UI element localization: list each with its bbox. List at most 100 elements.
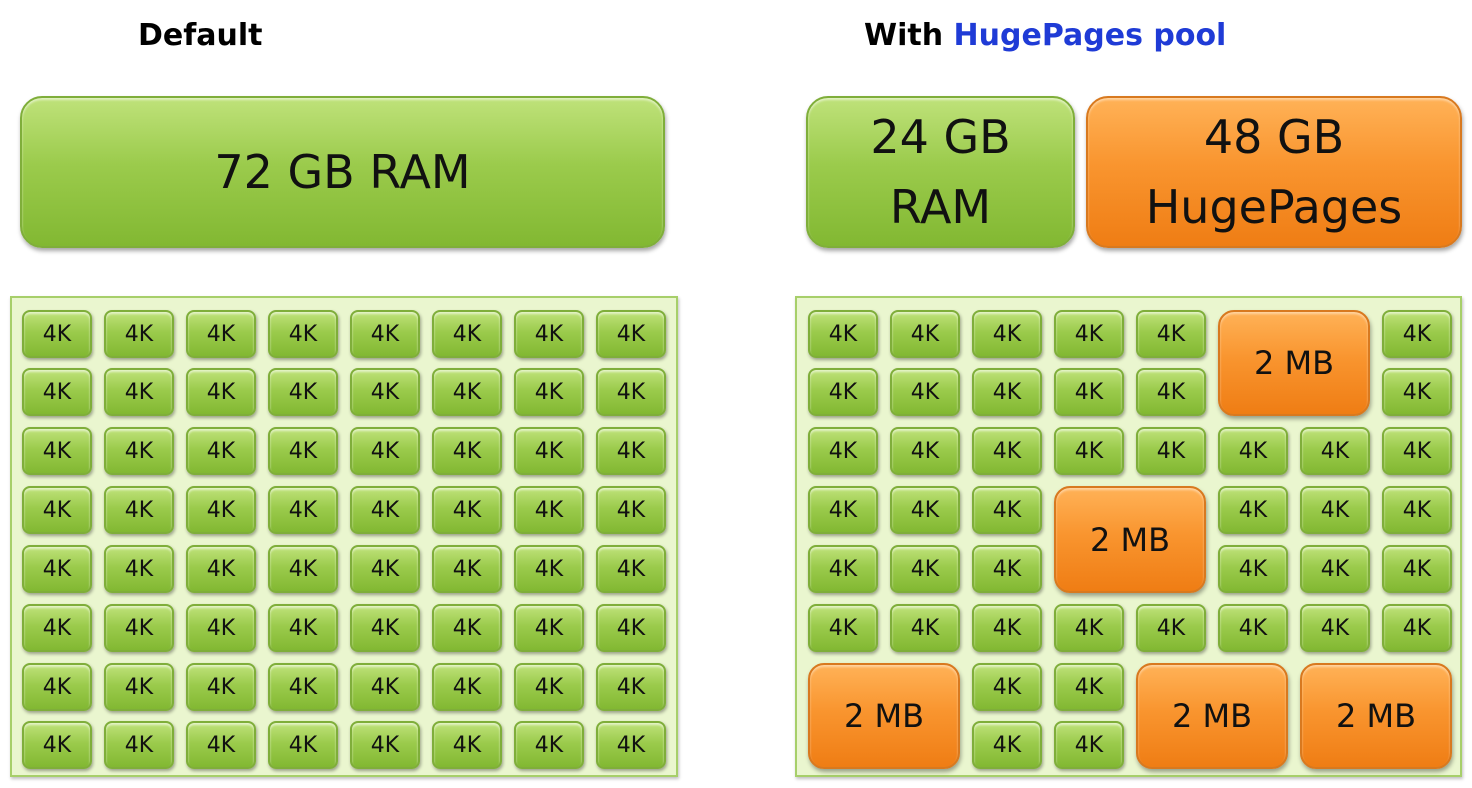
page-4k: 4K [514,310,584,358]
page-4k: 4K [514,604,584,652]
page-4k: 4K [104,545,174,593]
page-4k: 4K [268,368,338,416]
page-4k: 4K [104,486,174,534]
page-4k: 4K [972,368,1042,416]
page-4k: 4K [808,545,878,593]
page-4k: 4K [972,545,1042,593]
page-4k: 4K [596,427,666,475]
hugepages-heading: With HugePages pool [864,16,1226,56]
page-4k: 4K [104,368,174,416]
page-4k: 4K [890,310,960,358]
page-4k: 4K [514,427,584,475]
page-4k: 4K [432,427,502,475]
page-4k: 4K [350,663,420,711]
page-4k: 4K [1054,368,1124,416]
page-4k: 4K [1218,486,1288,534]
page-4k: 4K [22,368,92,416]
page-4k: 4K [514,486,584,534]
page-4k: 4K [514,368,584,416]
page-4k: 4K [1136,427,1206,475]
hugepages-box-line1: 48 GB [1203,110,1345,164]
page-4k: 4K [432,663,502,711]
page-4k: 4K [1136,310,1206,358]
page-4k: 4K [350,486,420,534]
page-4k: 4K [186,310,256,358]
page-4k: 4K [186,545,256,593]
page-4k: 4K [972,663,1042,711]
page-4k: 4K [1382,545,1452,593]
page-4k: 4K [186,486,256,534]
page-4k: 4K [808,604,878,652]
page-4k: 4K [1300,604,1370,652]
page-4k: 4K [22,721,92,769]
default-title: Default [138,18,263,53]
page-4k: 4K [432,721,502,769]
page-2mb: 2 MB [1136,663,1288,769]
page-4k: 4K [350,604,420,652]
page-4k: 4K [1382,310,1452,358]
page-4k: 4K [22,310,92,358]
page-4k: 4K [1300,486,1370,534]
page-4k: 4K [1054,427,1124,475]
page-4k: 4K [596,604,666,652]
page-4k: 4K [972,721,1042,769]
page-4k: 4K [268,486,338,534]
hugepages-box-line2: HugePages [1145,180,1403,234]
page-2mb: 2 MB [808,663,960,769]
page-4k: 4K [104,427,174,475]
page-4k: 4K [1382,604,1452,652]
page-4k: 4K [972,486,1042,534]
page-4k: 4K [350,427,420,475]
page-4k: 4K [432,545,502,593]
page-4k: 4K [432,310,502,358]
page-4k: 4K [186,721,256,769]
page-4k: 4K [808,368,878,416]
hugepages-title-prefix: With [864,18,954,53]
page-4k: 4K [104,310,174,358]
ram-box-line2: RAM [889,180,992,234]
page-4k: 4K [350,721,420,769]
page-4k: 4K [1136,368,1206,416]
hugepages-box: 48 GB HugePages [1086,96,1462,248]
page-4k: 4K [104,721,174,769]
page-4k: 4K [104,663,174,711]
page-4k: 4K [1382,486,1452,534]
page-4k: 4K [268,545,338,593]
page-4k: 4K [1054,663,1124,711]
page-4k: 4K [808,310,878,358]
page-4k: 4K [890,368,960,416]
page-4k: 4K [890,545,960,593]
page-4k: 4K [432,486,502,534]
page-4k: 4K [22,486,92,534]
page-4k: 4K [186,427,256,475]
page-4k: 4K [268,310,338,358]
page-4k: 4K [186,663,256,711]
page-4k: 4K [514,663,584,711]
page-4k: 4K [350,545,420,593]
page-4k: 4K [104,604,174,652]
page-4k: 4K [514,721,584,769]
page-4k: 4K [22,427,92,475]
page-4k: 4K [1136,604,1206,652]
page-4k: 4K [350,310,420,358]
page-4k: 4K [1218,545,1288,593]
page-4k: 4K [808,486,878,534]
page-4k: 4K [596,545,666,593]
page-4k: 4K [890,604,960,652]
page-4k: 4K [268,663,338,711]
page-4k: 4K [22,545,92,593]
page-4k: 4K [1054,721,1124,769]
page-4k: 4K [596,310,666,358]
page-4k: 4K [972,427,1042,475]
page-4k: 4K [1300,427,1370,475]
page-4k: 4K [1218,604,1288,652]
page-4k: 4K [596,368,666,416]
page-4k: 4K [972,604,1042,652]
page-4k: 4K [268,604,338,652]
page-4k: 4K [596,486,666,534]
page-4k: 4K [808,427,878,475]
page-4k: 4K [1300,545,1370,593]
page-4k: 4K [268,427,338,475]
page-4k: 4K [186,368,256,416]
